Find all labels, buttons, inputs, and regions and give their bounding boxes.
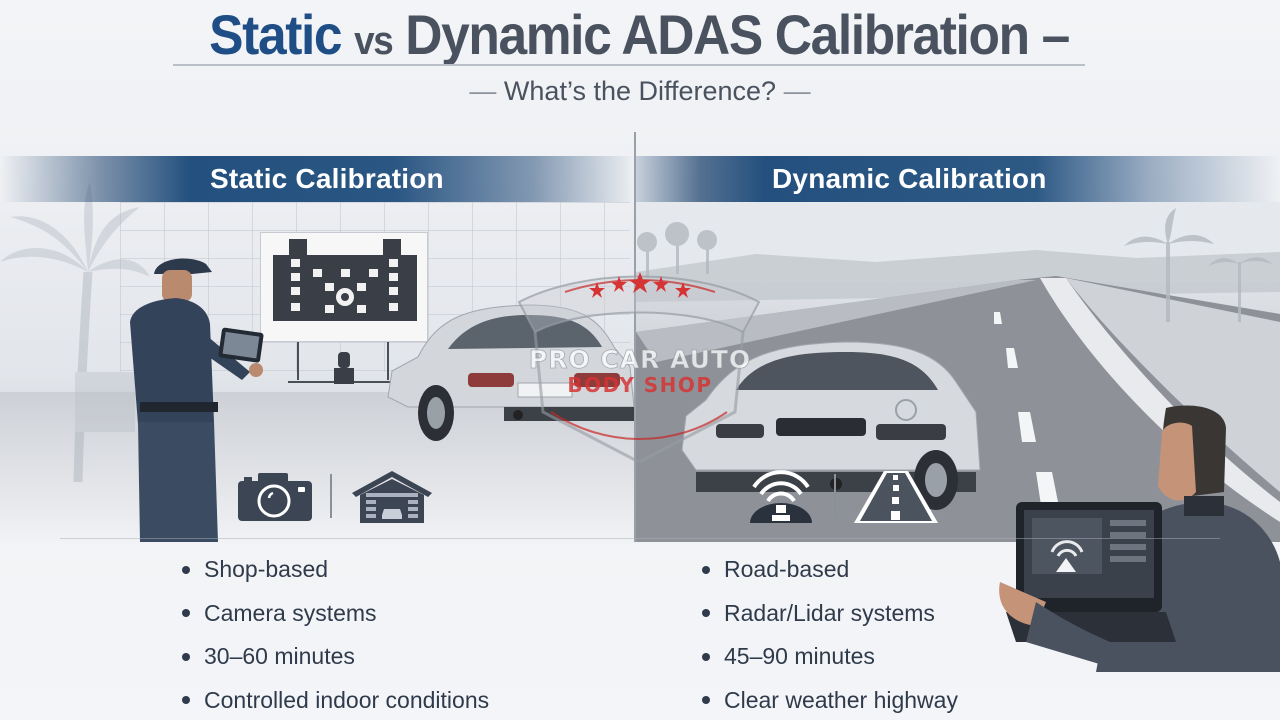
list-item: Shop-based [182, 548, 489, 592]
list-item: 30–60 minutes [182, 635, 489, 679]
icon-separator [330, 474, 332, 518]
static-heading: Static Calibration [210, 163, 444, 194]
page-title: Static vs Dynamic ADAS Calibration – [50, 2, 1228, 67]
title-rest: Dynamic ADAS Calibration – [405, 3, 1070, 66]
logo-text-body-shop: BODY SHOP [567, 373, 713, 397]
static-banner: Static Calibration [0, 156, 636, 202]
subtitle-dash-right: — [783, 76, 811, 106]
title-vs: vs [354, 19, 394, 63]
bullet-dot [702, 696, 710, 705]
bullet-text: Road-based [724, 556, 850, 582]
list-divider [60, 538, 1220, 539]
dynamic-banner: Dynamic Calibration [636, 156, 1280, 202]
list-item: Controlled indoor conditions [182, 679, 489, 720]
road-icon [854, 471, 938, 523]
dynamic-bullet-list: Road-based Radar/Lidar systems 45–90 min… [702, 548, 958, 720]
bullet-text: Camera systems [204, 599, 377, 626]
list-item: Radar/Lidar systems [702, 592, 958, 636]
static-bullet-list: Shop-based Camera systems 30–60 minutes … [182, 548, 489, 720]
bullet-dot [702, 652, 710, 661]
bullet-dot [182, 565, 190, 574]
technician-with-laptop [999, 405, 1280, 672]
logo-text-pro-car-auto: PRO CAR AUTO [528, 345, 752, 375]
title-accent: Static [209, 3, 342, 66]
list-item: 45–90 minutes [702, 635, 958, 679]
target-stand [288, 342, 398, 384]
garage-icon [352, 471, 432, 523]
bullet-text: Controlled indoor conditions [204, 686, 490, 713]
bullet-dot [702, 609, 710, 618]
list-item: Road-based [702, 548, 958, 592]
title-divider [173, 64, 1085, 66]
bullet-text: Radar/Lidar systems [724, 599, 935, 626]
subtitle-dash-left: — [469, 76, 497, 106]
static-icons [238, 468, 434, 524]
palm-tree-icon [0, 182, 150, 482]
icon-separator [834, 474, 836, 518]
subtitle-text: What’s the Difference? [503, 76, 777, 106]
bullet-dot [182, 609, 190, 618]
bullet-text: 30–60 minutes [204, 643, 355, 669]
calibration-pattern-icon [273, 239, 417, 321]
subtitle: — What’s the Difference? — [0, 76, 1280, 107]
bullet-text: Clear weather highway [724, 686, 958, 713]
list-item: Clear weather highway [702, 679, 958, 720]
bullet-text: Shop-based [204, 556, 329, 582]
list-item: Camera systems [182, 592, 489, 636]
bullet-text: 45–90 minutes [724, 643, 875, 669]
bullet-dot [182, 696, 190, 705]
radar-icon [750, 470, 812, 523]
dynamic-icons [746, 468, 938, 524]
bullet-dot [702, 565, 710, 574]
technician-with-tablet [130, 258, 264, 542]
dynamic-heading: Dynamic Calibration [772, 163, 1047, 194]
header: Static vs Dynamic ADAS Calibration – — W… [0, 0, 1280, 120]
bullet-dot [182, 652, 190, 661]
calibration-target-board [260, 232, 428, 342]
camera-icon [238, 473, 312, 521]
